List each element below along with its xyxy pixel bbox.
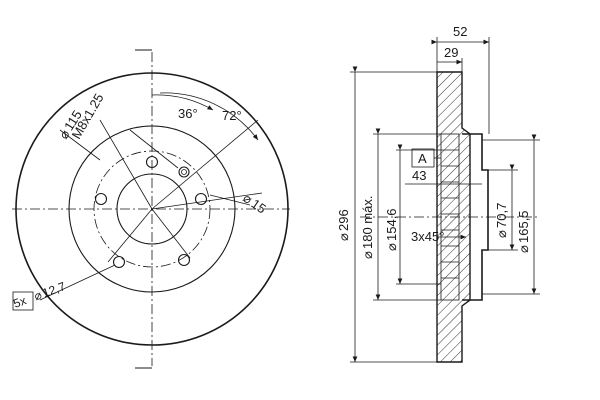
radial-line-e (151, 208, 191, 259)
hat-diameter-value: 154,6 (384, 208, 399, 241)
bolt-hole (112, 255, 126, 269)
datum-label: A (418, 151, 427, 166)
radial-line-c (151, 192, 263, 210)
outer-diameter-value: 296 (336, 209, 351, 231)
holes-count-label: 5x (11, 293, 28, 310)
angle-arc-36 (151, 94, 214, 111)
center-hole-leader (209, 194, 251, 206)
angle-arc-72 (159, 92, 259, 141)
friction-thickness-label: 29 (444, 45, 458, 60)
chamfer-label: 3x45° (411, 229, 444, 244)
diameter-symbol: ⌀ (360, 251, 375, 259)
hole-dia-label: 5x ⌀ 12,7 (11, 279, 67, 311)
bolt-hole (194, 192, 208, 206)
center-hole-value: 15 (248, 196, 268, 217)
thread-leader (129, 129, 179, 169)
total-thickness-label: 52 (453, 24, 467, 39)
diameter-symbol: ⌀ (32, 288, 44, 304)
radial-line-b (151, 119, 259, 210)
inner-diameter-label: ⌀ 165,5 (516, 210, 531, 253)
center-hole-label: ⌀ 15 (240, 190, 269, 216)
radial-line-a (99, 119, 153, 210)
diameter-symbol: ⌀ (494, 230, 509, 238)
threaded-hole (178, 166, 190, 178)
hole-dia-leader (39, 264, 116, 301)
diameter-symbol: ⌀ (336, 233, 351, 241)
bolt-hole (177, 253, 191, 267)
outer-diameter-label: ⌀ 296 (336, 209, 351, 241)
bolt-circle-leader (59, 129, 101, 161)
pilot-diameter-label: ⌀ 70,7 (494, 203, 509, 238)
bolt-hole (145, 155, 159, 169)
hat-diameter-label: ⌀ 154,6 (384, 208, 399, 251)
angle-small-label: 36° (178, 106, 198, 121)
radial-line-d (107, 208, 153, 263)
pilot-diameter-value: 70,7 (494, 203, 509, 228)
max-diameter-value: 180 máx. (360, 196, 375, 249)
diameter-symbol: ⌀ (384, 243, 399, 251)
bolt-hole (94, 192, 108, 206)
angle-large-label: 72° (222, 108, 242, 123)
section-view: 52 29 ⌀ 296 ⌀ 180 máx. ⌀ 154,6 43 A (336, 24, 540, 363)
diameter-symbol: ⌀ (516, 245, 531, 253)
hole-dia-value: 12,7 (41, 279, 68, 300)
holes-count-box (12, 291, 34, 311)
front-view: M8x1.25 ⌀ 115 36° 72° ⌀ 15 5x ⌀ 12,7 (11, 49, 290, 369)
max-diameter-label: ⌀ 180 máx. (360, 196, 375, 259)
hat-height-label: 43 (412, 168, 426, 183)
inner-diameter-value: 165,5 (516, 210, 531, 243)
